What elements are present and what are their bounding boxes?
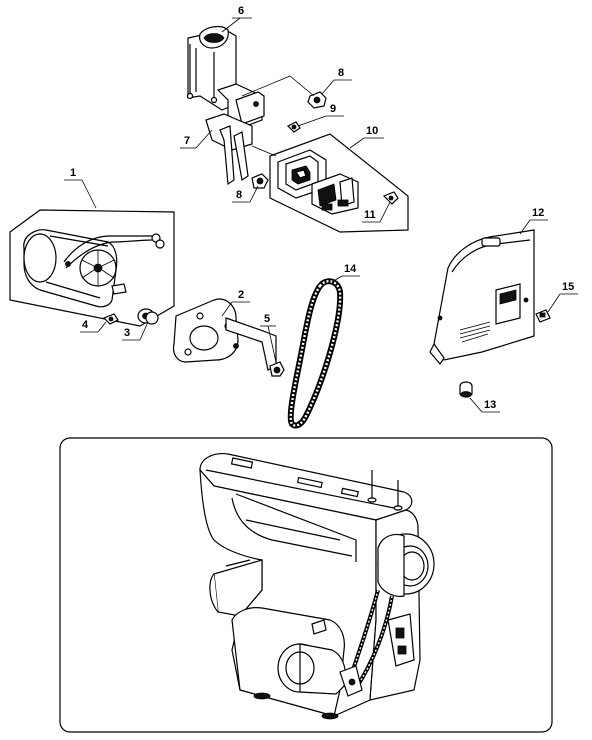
callout-5: 5 (264, 313, 270, 325)
callout-4: 4 (82, 319, 89, 331)
part-14-belt (287, 278, 344, 429)
callout-8-top: 8 (338, 67, 344, 79)
screw-8-lower (251, 173, 269, 189)
callout-15: 15 (562, 281, 574, 293)
callout-12: 12 (532, 207, 544, 219)
screw-9 (286, 121, 301, 133)
part-6-bracket (186, 25, 237, 111)
part-13-foot (459, 381, 473, 398)
part-15-clip (535, 309, 551, 323)
part-1-motor-group (9, 209, 175, 327)
screw-8-top (307, 91, 327, 109)
part-7-bracket (205, 83, 265, 186)
callout-14: 14 (344, 263, 357, 275)
part-12-side-cover (429, 229, 535, 366)
part-5-screw (269, 361, 285, 377)
callout-8-lower: 8 (236, 189, 242, 201)
callout-13: 13 (484, 399, 496, 411)
callout-3: 3 (124, 327, 130, 339)
callout-leaders (64, 17, 578, 413)
callout-2: 2 (238, 289, 244, 301)
part-2-motor-bracket (172, 298, 277, 371)
callout-10: 10 (366, 125, 378, 137)
part-4-screw (102, 313, 119, 325)
assembly-inset-frame (59, 437, 553, 733)
callout-1: 1 (70, 167, 76, 179)
callout-6: 6 (238, 5, 244, 17)
sewing-machine-assembly (199, 453, 435, 720)
callout-11: 11 (364, 209, 376, 221)
callout-9: 9 (330, 103, 336, 115)
part-3-pulley (137, 308, 159, 325)
callout-7: 7 (184, 135, 190, 147)
part-10-group (269, 133, 409, 233)
